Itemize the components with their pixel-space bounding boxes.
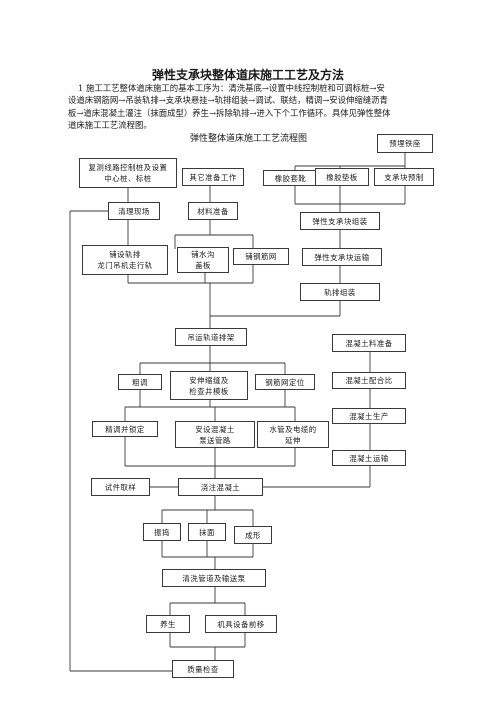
box-qingxi: 清洗管道及输送泵 <box>162 569 266 587</box>
box-zhichengkuai-yuzhi: 支承块预制 <box>374 168 434 186</box>
box-zuzhuang: 弹性支承块组装 <box>300 212 380 230</box>
box-qita: 其它准备工作 <box>182 168 244 186</box>
box-jiju: 机具设备前移 <box>205 615 277 633</box>
box-gangjin-dingwei: 钢筋网定位 <box>255 374 315 390</box>
box-anshen: 安伸缩缝及 检查井模板 <box>170 371 248 400</box>
box-diaoyun: 吊运轨道排架 <box>175 328 247 346</box>
box-zhiliang: 质量检查 <box>172 660 234 678</box>
box-yangsheng: 养生 <box>146 615 190 633</box>
box-pushe: 铺设轨排 龙门吊机走行轨 <box>82 245 168 275</box>
box-chengxing: 成形 <box>234 526 272 544</box>
box-cailiao: 材料准备 <box>188 202 238 220</box>
flowchart-title: 弹性整体道床施工工艺流程图 <box>190 134 308 144</box>
intro-line: 设道床钢筋网→吊装轨排→支承块悬挂→轨排组装→调试、联结，精调→安设伸缩缝沥青 <box>68 95 388 106</box>
box-fuce: 复测线路控制桩及设置 中心桩、标桩 <box>79 158 177 188</box>
box-zhendao: 振捣 <box>143 523 181 541</box>
box-shijian: 试件取样 <box>91 478 150 496</box>
box-yunshu-hnt: 混凝土运输 <box>332 450 406 466</box>
box-xiangjiao-dianban: 橡胶垫板 <box>315 168 369 186</box>
box-xiangjiao-taoxue: 橡胶套靴 <box>263 170 318 186</box>
box-jingtiao: 精调并锁定 <box>92 421 158 437</box>
box-cutiao: 粗调 <box>118 374 162 390</box>
box-anshe-beng: 安设混凝土 泵送管路 <box>175 421 255 448</box>
box-peihebi: 混凝土配合比 <box>332 372 406 389</box>
intro-paragraph: 1 施工工艺整体道床施工的基本工序为：清洗基底→设置中线控制桩和可调标桩→安 设… <box>68 82 428 132</box>
box-yunshu: 弹性支承块运输 <box>302 248 382 266</box>
box-hunningtu-zhunbei: 混凝土料准备 <box>332 334 406 352</box>
box-shuiguan: 水管及电缆的 延伸 <box>257 421 329 448</box>
box-jiaozhu: 浇注混凝土 <box>178 478 263 496</box>
intro-line: 板→道床混凝土灌注（抹面成型）养生→拆除轨排→进入下个工作循环。具体见弹性整体 <box>68 107 391 118</box>
intro-line: 道床施工工艺流程图。 <box>68 120 152 131</box>
box-pushui: 铺水沟 盖板 <box>177 247 229 273</box>
box-yuzhi-tiezuo: 预埋铁座 <box>377 134 433 153</box>
document-title: 弹性支承块整体道床施工工艺及方法 <box>151 68 344 82</box>
box-pugangjin: 铺钢筋网 <box>233 248 289 265</box>
box-shengchan: 混凝土生产 <box>332 408 406 424</box>
box-guipai-zuzhuang: 轨排组装 <box>300 283 380 301</box>
box-qingli: 清理现场 <box>108 202 160 220</box>
box-momian: 抹面 <box>188 523 226 541</box>
intro-line: 1 施工工艺整体道床施工的基本工序为：清洗基底→设置中线控制桩和可调标桩→安 <box>78 83 385 93</box>
